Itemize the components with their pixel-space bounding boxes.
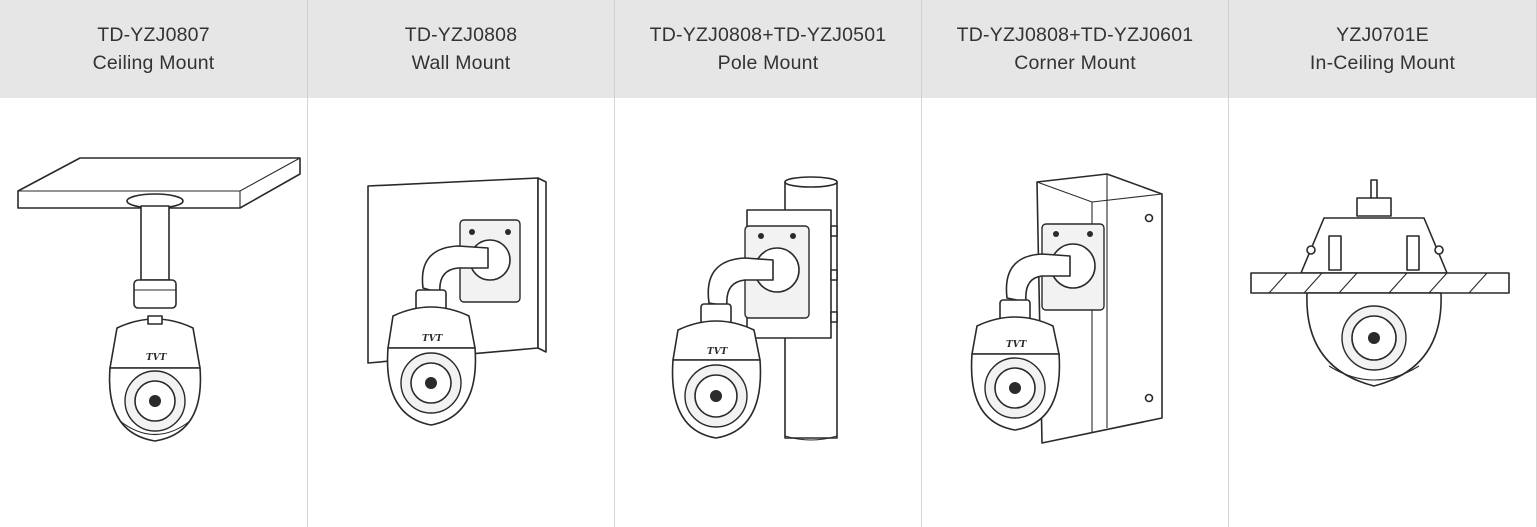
mount-label: In-Ceiling Mount [1309, 52, 1456, 74]
header-cell-pole: TD-YZJ0808+TD-YZJ0501 Pole Mount [615, 0, 922, 98]
header-cell-ceiling: TD-YZJ0807 Ceiling Mount [0, 0, 308, 98]
tvt-logo: TVT [707, 347, 729, 357]
image-cell-pole: TVT [615, 98, 922, 527]
model-label: TD-YZJ0808+TD-YZJ0601 [956, 24, 1194, 46]
header-cell-corner: TD-YZJ0808+TD-YZJ0601 Corner Mount [922, 0, 1229, 98]
tvt-logo: TVT [146, 353, 168, 363]
model-label: TD-YZJ0807 [97, 24, 210, 46]
pole-mount-illustration: TVT [671, 176, 838, 441]
in-ceiling-mount-illustration [1250, 179, 1510, 387]
image-cell-in-ceiling [1229, 98, 1537, 527]
header-cell-in-ceiling: YZJ0701E In-Ceiling Mount [1229, 0, 1537, 98]
wall-mount-illustration: TVT [367, 177, 547, 426]
header-cell-wall: TD-YZJ0808 Wall Mount [308, 0, 615, 98]
mount-label: Corner Mount [1014, 52, 1136, 74]
tvt-logo: TVT [1006, 340, 1028, 350]
mount-label: Wall Mount [411, 52, 511, 74]
ceiling-mount-illustration: TVT [17, 157, 301, 442]
model-label: YZJ0701E [1336, 24, 1429, 46]
image-cell-corner: TVT [922, 98, 1229, 527]
image-cell-ceiling: TVT [0, 98, 308, 527]
model-label: TD-YZJ0808 [404, 24, 518, 46]
corner-mount-illustration: TVT [970, 173, 1163, 444]
tvt-logo: TVT [422, 334, 444, 344]
mount-label: Ceiling Mount [92, 52, 215, 74]
image-cell-wall: TVT [308, 98, 615, 527]
model-label: TD-YZJ0808+TD-YZJ0501 [649, 24, 887, 46]
mount-label: Pole Mount [717, 52, 819, 74]
